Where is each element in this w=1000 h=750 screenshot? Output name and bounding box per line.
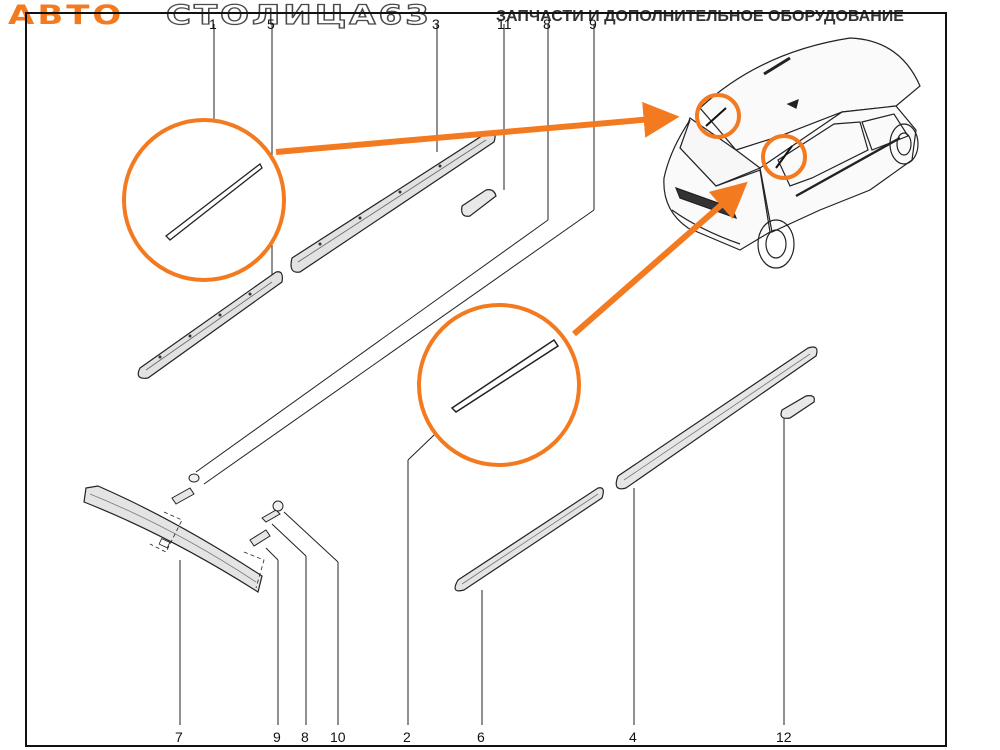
bottom-callouts: 7 9 8 10 2 6 4 12 xyxy=(175,729,792,745)
top-leader-lines xyxy=(195,24,595,485)
callout-bottom-6: 6 xyxy=(477,729,485,745)
moulding-end-cap xyxy=(461,189,497,217)
callout-bottom-8: 8 xyxy=(301,729,309,745)
tailgate-moulding xyxy=(83,485,263,593)
callout-top-11: 11 xyxy=(497,16,512,32)
marker-circle-window xyxy=(761,134,807,180)
marker-circle-roof xyxy=(695,93,741,139)
logo-text-secondary: СТОЛИЦА63 xyxy=(165,0,432,32)
diagram-frame xyxy=(25,12,947,747)
callout-bottom-10: 10 xyxy=(330,729,346,745)
callout-top-9: 9 xyxy=(589,16,597,32)
fasteners xyxy=(149,473,284,589)
callout-bottom-9: 9 xyxy=(273,729,281,745)
callout-bottom-7: 7 xyxy=(175,729,183,745)
arrow-to-window xyxy=(572,181,748,337)
arrow-to-roof xyxy=(275,101,680,155)
leader-line-9c xyxy=(265,547,279,561)
pointer-arrows xyxy=(275,101,748,337)
sill-moulding-long xyxy=(615,346,818,490)
callout-bottom-12: 12 xyxy=(776,729,792,745)
callout-top-8: 8 xyxy=(543,16,551,32)
leader-line-9b xyxy=(203,209,595,485)
leader-line-10a xyxy=(283,511,339,563)
callout-top-1: 1 xyxy=(209,16,217,32)
bottom-leader-lines xyxy=(179,411,785,725)
callout-top-3: 3 xyxy=(432,16,440,32)
door-moulding-front xyxy=(137,271,283,379)
zoom-detail-parts xyxy=(165,163,560,413)
car-illustration xyxy=(663,37,921,269)
zoom-circle-roof-moulding xyxy=(122,118,286,282)
leader-line-8c xyxy=(271,523,307,557)
marker-detail-lines xyxy=(705,107,793,169)
door-moulding-medium xyxy=(454,487,604,592)
callout-bottom-2: 2 xyxy=(403,729,411,745)
leader-line-8b xyxy=(195,219,549,473)
callout-top-5: 5 xyxy=(267,16,275,32)
top-callouts: 1 5 3 11 8 9 xyxy=(209,16,597,32)
small-trim-piece xyxy=(780,395,815,419)
callout-bottom-4: 4 xyxy=(629,729,637,745)
door-moulding-rear xyxy=(290,131,496,273)
